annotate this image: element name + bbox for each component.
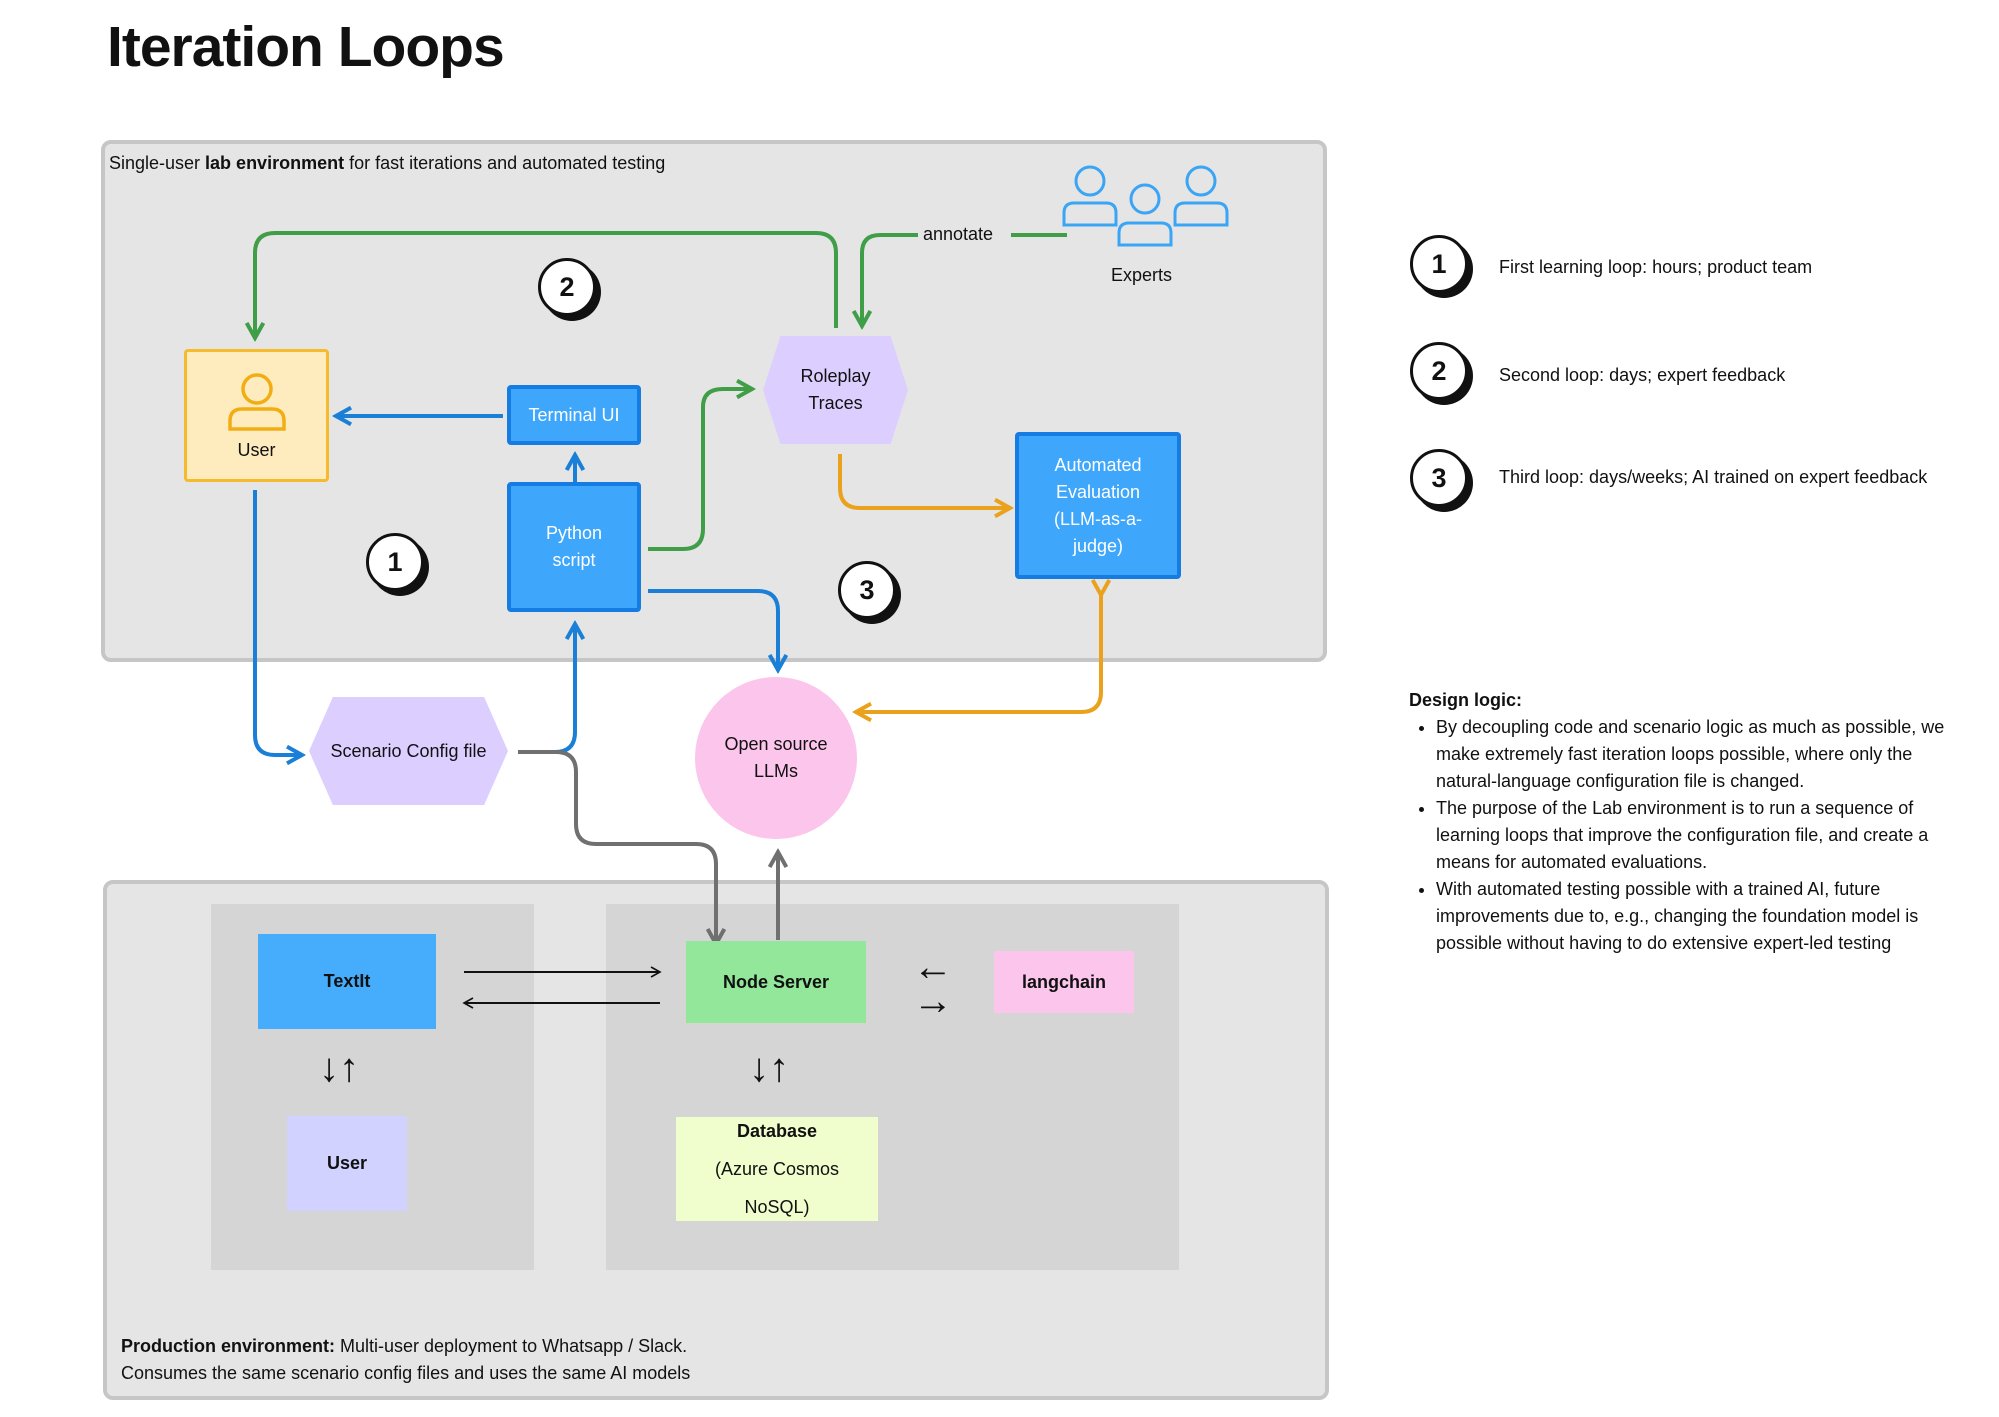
auto-eval-label-2: Evaluation (1055, 481, 1141, 502)
experts-label: Experts (1111, 265, 1173, 285)
automated-evaluation-node: Automated Evaluation (LLM-as-a- judge) (1015, 432, 1181, 579)
langchain-node: langchain (994, 951, 1134, 1013)
loop-badge-3: 3 (838, 561, 896, 619)
legend-text-2: Second loop: days; expert feedback (1499, 365, 1786, 385)
person-icon (227, 373, 286, 431)
design-logic-bullet-1: By decoupling code and scenario logic as… (1436, 714, 1977, 795)
experts-icon (1062, 165, 1229, 247)
terminal-ui-label: Terminal UI (528, 404, 620, 425)
arrow-config-to-node-server (518, 750, 716, 944)
design-logic-notes: Design logic: By decoupling code and sce… (1409, 687, 1977, 957)
langchain-label: langchain (1021, 971, 1106, 992)
node-database-updown-arrows: ↓↑ (749, 1046, 789, 1090)
arrow-annotate-to-roleplay-2 (862, 233, 918, 326)
textit-label: TextIt (323, 971, 371, 991)
auto-eval-label-3: (LLM-as-a- (1053, 508, 1142, 529)
arrow-python-to-llm (648, 589, 778, 670)
arrow-python-to-roleplay (648, 389, 752, 551)
legend-text-1: First learning loop: hours; product team (1499, 257, 1813, 277)
design-logic-bullet-3: With automated testing possible with a t… (1436, 876, 1977, 957)
database-label-1: Database (736, 1121, 818, 1141)
user-node: User (184, 349, 329, 482)
legend-badge-2: 2 (1410, 342, 1468, 400)
production-caption-line2: Consumes the same scenario config files … (121, 1363, 691, 1383)
roleplay-traces-node: Roleplay Traces (763, 336, 908, 444)
design-logic-list: By decoupling code and scenario logic as… (1409, 714, 1977, 957)
design-logic-bullet-2: The purpose of the Lab environment is to… (1436, 795, 1977, 876)
lab-caption-bold: lab environment (205, 153, 345, 173)
python-script-label-1: Python (545, 523, 603, 543)
legend-badge-3: 3 (1410, 449, 1468, 507)
arrow-roleplay-to-user (255, 231, 838, 338)
roleplay-label-1: Roleplay (800, 366, 871, 386)
python-script-label-2: script (552, 550, 596, 570)
production-caption: Production environment: Multi-user deplo… (121, 1333, 690, 1387)
legend-badge-1: 1 (1410, 235, 1468, 293)
node-server-node: Node Server (686, 941, 866, 1023)
auto-eval-label-1: Automated (1054, 454, 1142, 475)
llm-label-2: LLMs (753, 761, 798, 781)
production-user-label: User (326, 1153, 368, 1173)
llm-label-1: Open source (724, 734, 828, 754)
open-source-llms-node: Open source LLMs (695, 677, 857, 839)
textit-node: TextIt (258, 934, 436, 1029)
production-user-node: User (287, 1116, 407, 1211)
production-caption-line1: Multi-user deployment to Whatsapp / Slac… (335, 1336, 688, 1356)
annotate-label: annotate (923, 224, 994, 244)
design-logic-heading: Design logic: (1409, 690, 1523, 710)
scenario-config-label: Scenario Config file (330, 740, 487, 761)
lab-environment-caption: Single-user lab environment for fast ite… (109, 150, 665, 177)
lab-caption-prefix: Single-user (109, 153, 206, 173)
lab-caption-suffix: for fast iterations and automated testin… (344, 153, 666, 173)
loop-badge-1: 1 (366, 533, 424, 591)
page-title: Iteration Loops (107, 15, 505, 79)
node-server-label: Node Server (722, 971, 830, 992)
user-node-label: User (237, 440, 276, 460)
arrow-user-to-config (253, 490, 302, 755)
database-node: Database (Azure Cosmos NoSQL) (676, 1117, 878, 1221)
node-langchain-arrows: ←→ (913, 945, 953, 1023)
textit-user-updown-arrows: ↓↑ (319, 1046, 359, 1090)
database-label-2: (Azure Cosmos (714, 1159, 840, 1179)
roleplay-label-2: Traces (808, 393, 863, 413)
database-label-3: NoSQL) (744, 1197, 810, 1217)
python-script-node: Python script (507, 482, 641, 612)
loop-badge-2: 2 (538, 258, 596, 316)
terminal-ui-node: Terminal UI (507, 385, 641, 445)
arrow-eval-llm-bidirectional (856, 595, 1101, 712)
scenario-config-node: Scenario Config file (309, 697, 508, 805)
arrow-config-to-python (518, 624, 575, 754)
production-caption-bold: Production environment: (121, 1336, 336, 1356)
auto-eval-label-4: judge) (1072, 535, 1124, 556)
arrow-roleplay-to-eval (838, 454, 1010, 508)
legend-text-3: Third loop: days/weeks; AI trained on ex… (1499, 467, 1928, 487)
